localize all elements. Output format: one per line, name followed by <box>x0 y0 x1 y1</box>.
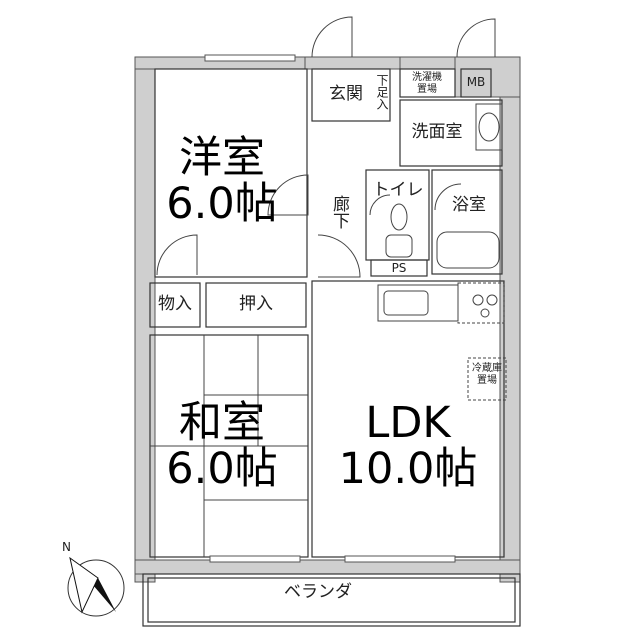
fridge-space-label: 冷蔵庫 置場 <box>472 363 502 386</box>
closet-outline <box>205 282 307 328</box>
kitchen <box>377 282 507 401</box>
mb-label: MB <box>466 75 486 89</box>
shoe-storage-label: 下足入 <box>375 74 389 110</box>
fixtures <box>385 103 503 269</box>
compass-north-label: N <box>62 540 71 554</box>
ldk-label: LDK 10.0帖 <box>339 400 478 493</box>
ldk-name: LDK <box>365 398 451 448</box>
western-room-size: 6.0帖 <box>166 179 278 230</box>
tatami-lines <box>150 335 308 557</box>
mb-outline <box>460 68 492 98</box>
storage-outline <box>149 282 201 328</box>
balcony-label: ベランダ <box>284 582 352 602</box>
washroom-label: 洗面室 <box>411 122 463 142</box>
room-outlines <box>142 68 521 627</box>
compass-rose <box>67 556 125 617</box>
entrance-label: 玄関 <box>329 84 363 104</box>
storage-label: 物入 <box>158 294 192 314</box>
western-room-name: 洋室 <box>178 133 265 183</box>
ldk-size: 10.0帖 <box>338 444 478 495</box>
ps-outline <box>370 259 428 277</box>
bathroom-label: 浴室 <box>452 195 486 215</box>
toilet-label: トイレ <box>372 180 424 200</box>
japanese-room-size: 6.0帖 <box>166 444 278 495</box>
pipe-space-label: PS <box>391 261 407 275</box>
entrance-outline <box>311 68 391 122</box>
western-room-label: 洋室 6.0帖 <box>166 135 277 228</box>
washer-space-outline <box>399 68 456 98</box>
closet-label: 押入 <box>239 294 273 314</box>
japanese-room-name: 和室 <box>178 398 265 448</box>
windows <box>204 54 456 563</box>
outer-walls <box>134 56 521 583</box>
balcony-outline <box>142 573 521 627</box>
western-room-outline <box>154 68 308 278</box>
door-swings <box>156 16 496 278</box>
japanese-room-label: 和室 6.0帖 <box>166 400 277 493</box>
bathroom-outline <box>431 169 503 275</box>
hallway-label: 廊下 <box>329 195 349 229</box>
washer-space-label: 洗濯機 置場 <box>412 72 442 95</box>
